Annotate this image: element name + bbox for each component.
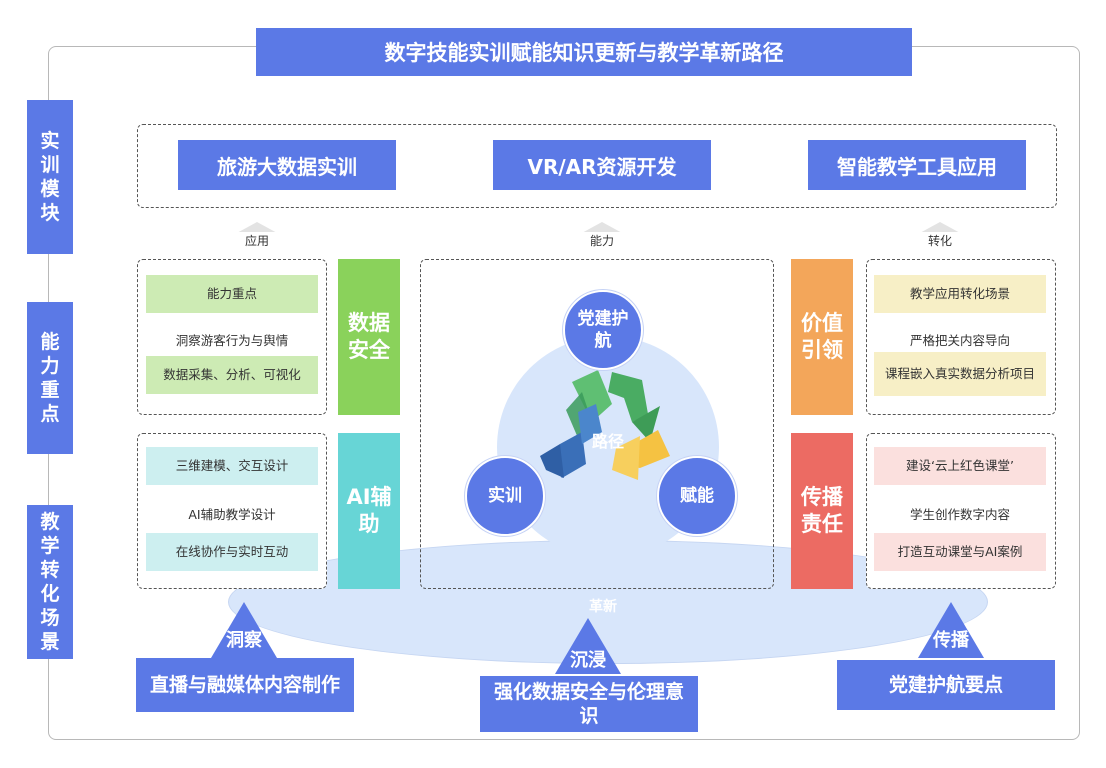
left-bottom-pill-1: 三维建模、交互设计 [146,447,318,485]
right-bottom-text: 学生创作数字内容 [909,507,1010,522]
right-top-pill-1: 教学应用转化场景 [874,275,1046,313]
right-bottom-pill-2: 打造互动课堂与AI案例 [874,533,1046,571]
arrow-label-transform: 转化 [910,232,970,249]
left-bottom-text: AI辅助教学设计 [188,507,276,522]
bar-data-security: 数据安全 [338,259,400,415]
arrow-label-apply: 应用 [227,232,287,249]
arrow-label-ability: 能力 [572,232,632,249]
bottom-box-livestream: 直播与融媒体内容制作 [136,658,354,712]
modules-container [137,124,1057,208]
triangle-label-spread: 传播 [933,630,969,651]
node-training: 实训 [465,456,545,536]
triangle-label-immersion: 沉浸 [570,650,606,671]
right-top-text: 严格把关内容导向 [909,333,1010,348]
triangle-spread [918,602,984,658]
up-arrow-icon [580,222,624,234]
row-label-training-modules: 实训模块 [27,100,73,254]
center-path-label: 路径 [591,432,624,451]
bottom-box-data-ethics: 强化数据安全与伦理意识 [480,676,698,732]
left-top-pill-2: 数据采集、分析、可视化 [146,356,318,394]
triangle-insight [211,602,277,658]
center-box [420,259,774,589]
bottom-box-party-points: 党建护航要点 [837,660,1055,710]
module-smart-teaching-tools: 智能教学工具应用 [808,140,1026,190]
row-label-teaching-scenes: 教学转化场景 [27,505,73,659]
module-tourism-big-data: 旅游大数据实训 [178,140,396,190]
cycle-arrows-icon [540,370,670,480]
left-top-pill-1: 能力重点 [146,275,318,313]
left-top-text: 洞察游客行为与舆情 [175,333,289,348]
up-arrow-icon [235,222,279,234]
module-vr-ar: VR/AR资源开发 [493,140,711,190]
row-label-ability-focus: 能力重点 [27,302,73,454]
left-bottom-pill-2: 在线协作与实时互动 [146,533,318,571]
up-arrow-icon [918,222,962,234]
triangle-immersion [555,618,621,674]
bar-value-lead: 价值引领 [791,259,853,415]
bar-spread-duty: 传播责任 [791,433,853,589]
ellipse-label: 革新 [589,599,617,615]
page-title: 数字技能实训赋能知识更新与教学革新路径 [256,28,912,76]
triangle-label-insight: 洞察 [226,630,262,651]
node-empower: 赋能 [657,456,737,536]
node-party-guard: 党建护航 [563,290,643,370]
right-bottom-pill-1: 建设‘云上红色课堂’ [874,447,1046,485]
bar-ai-assist: AI辅助 [338,433,400,589]
right-top-pill-2: 课程嵌入真实数据分析项目 [874,352,1046,396]
